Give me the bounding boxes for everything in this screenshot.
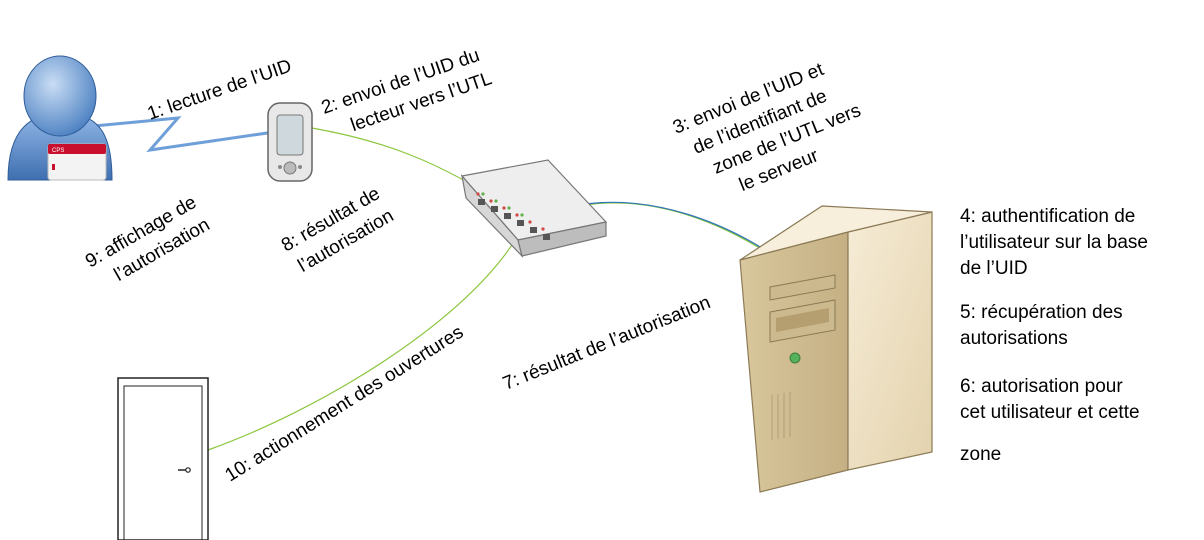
wireless-link-icon [51, 116, 289, 153]
label-step4: 4: authentification de l’utilisateur sur… [960, 206, 1153, 279]
card-text: CPS [52, 148, 64, 154]
reader-device-icon [267, 102, 313, 182]
link-switch-door [207, 231, 521, 451]
label-step7: 7: résultat de l’autorisation [500, 292, 714, 395]
label-step6: 6: autorisation pour cet utilisateur et … [960, 376, 1145, 465]
label-step5: 5: récupération des autorisations [960, 302, 1128, 349]
label-step9: 9: affichage de l’autorisation [82, 189, 218, 295]
label-step8: 8: résultat de l’autorisation [278, 181, 401, 279]
smart-card-icon: CPS [47, 143, 107, 181]
door-icon [117, 377, 209, 540]
server-icon [739, 205, 933, 493]
network-switch-icon [460, 159, 608, 259]
label-step3: 3: envoi de l’UID et de l’identifiant de… [670, 50, 879, 211]
label-step10: 10: actionnement des ouvertures [222, 322, 468, 486]
label-step2: 2: envoi de l’UID du lecteur vers l’UTL [319, 43, 496, 143]
